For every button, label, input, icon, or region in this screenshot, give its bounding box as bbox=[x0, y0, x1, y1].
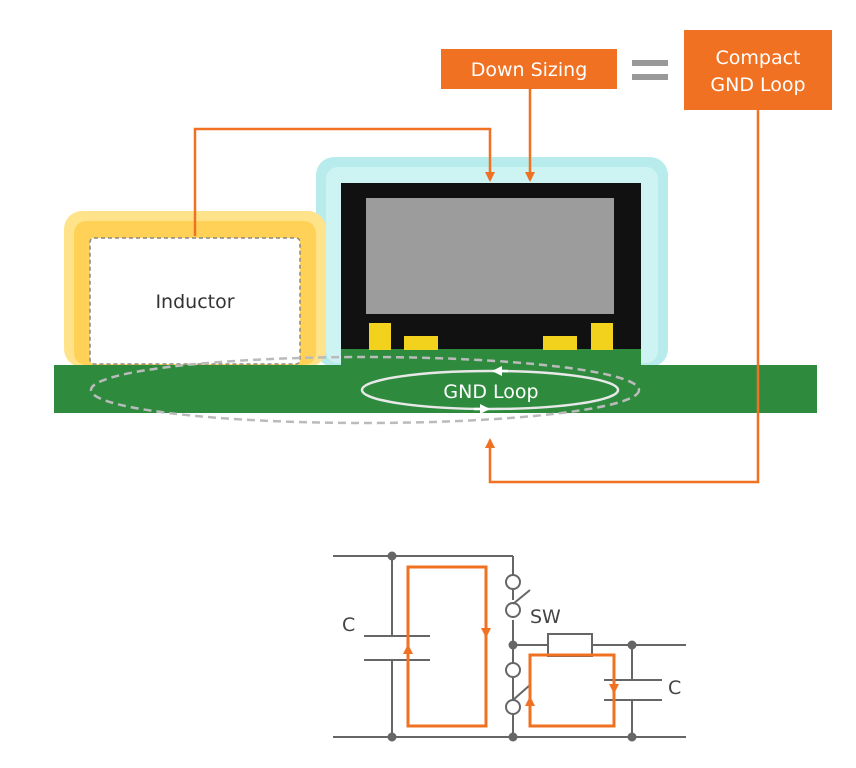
pad-left-inner bbox=[404, 336, 438, 350]
switch-bottom-contact-b bbox=[505, 699, 521, 715]
pad-left-outer bbox=[369, 323, 391, 350]
ic-die bbox=[366, 198, 614, 314]
junction-dot bbox=[387, 732, 397, 742]
ic-base-green bbox=[341, 349, 641, 367]
down-sizing-label: Down Sizing bbox=[471, 59, 588, 81]
equals-bar-top bbox=[632, 60, 668, 66]
compact-gnd-loop bbox=[360, 369, 620, 411]
large-gnd-loop bbox=[89, 355, 641, 425]
equals-bar-bottom bbox=[632, 74, 668, 80]
compact-gnd-loop-box bbox=[684, 30, 832, 110]
switch-bottom-contact-a bbox=[505, 662, 521, 678]
pad-right-inner bbox=[543, 336, 577, 350]
pad-right-outer bbox=[591, 323, 613, 350]
switch-label: SW bbox=[530, 606, 561, 628]
inductor-to-ic-connector bbox=[193, 127, 495, 236]
down-sizing-box bbox=[441, 49, 617, 89]
capacitor-left-label: C bbox=[342, 614, 355, 636]
current-loop-left bbox=[406, 565, 488, 728]
switch-top-blade bbox=[512, 589, 531, 605]
junction-dot bbox=[627, 732, 637, 742]
switch-top-contact-a bbox=[505, 574, 521, 590]
resistor bbox=[547, 633, 593, 657]
inductor-label: Inductor bbox=[155, 291, 234, 313]
junction-dot bbox=[387, 551, 397, 561]
junction-dot bbox=[627, 640, 637, 650]
junction-dot bbox=[508, 732, 518, 742]
gnd-loop-label: GND Loop bbox=[443, 381, 538, 403]
switch-top-contact-b bbox=[505, 602, 521, 618]
switch-bottom-blade bbox=[512, 684, 531, 701]
capacitor-right-label: C bbox=[668, 677, 681, 699]
compact-label-line2: GND Loop bbox=[710, 74, 805, 96]
inductor-body bbox=[89, 237, 301, 365]
compact-loop-connector bbox=[485, 110, 760, 484]
compact-label-line1: Compact bbox=[716, 47, 801, 69]
junction-dot bbox=[508, 640, 518, 650]
current-loop-right bbox=[528, 653, 616, 728]
